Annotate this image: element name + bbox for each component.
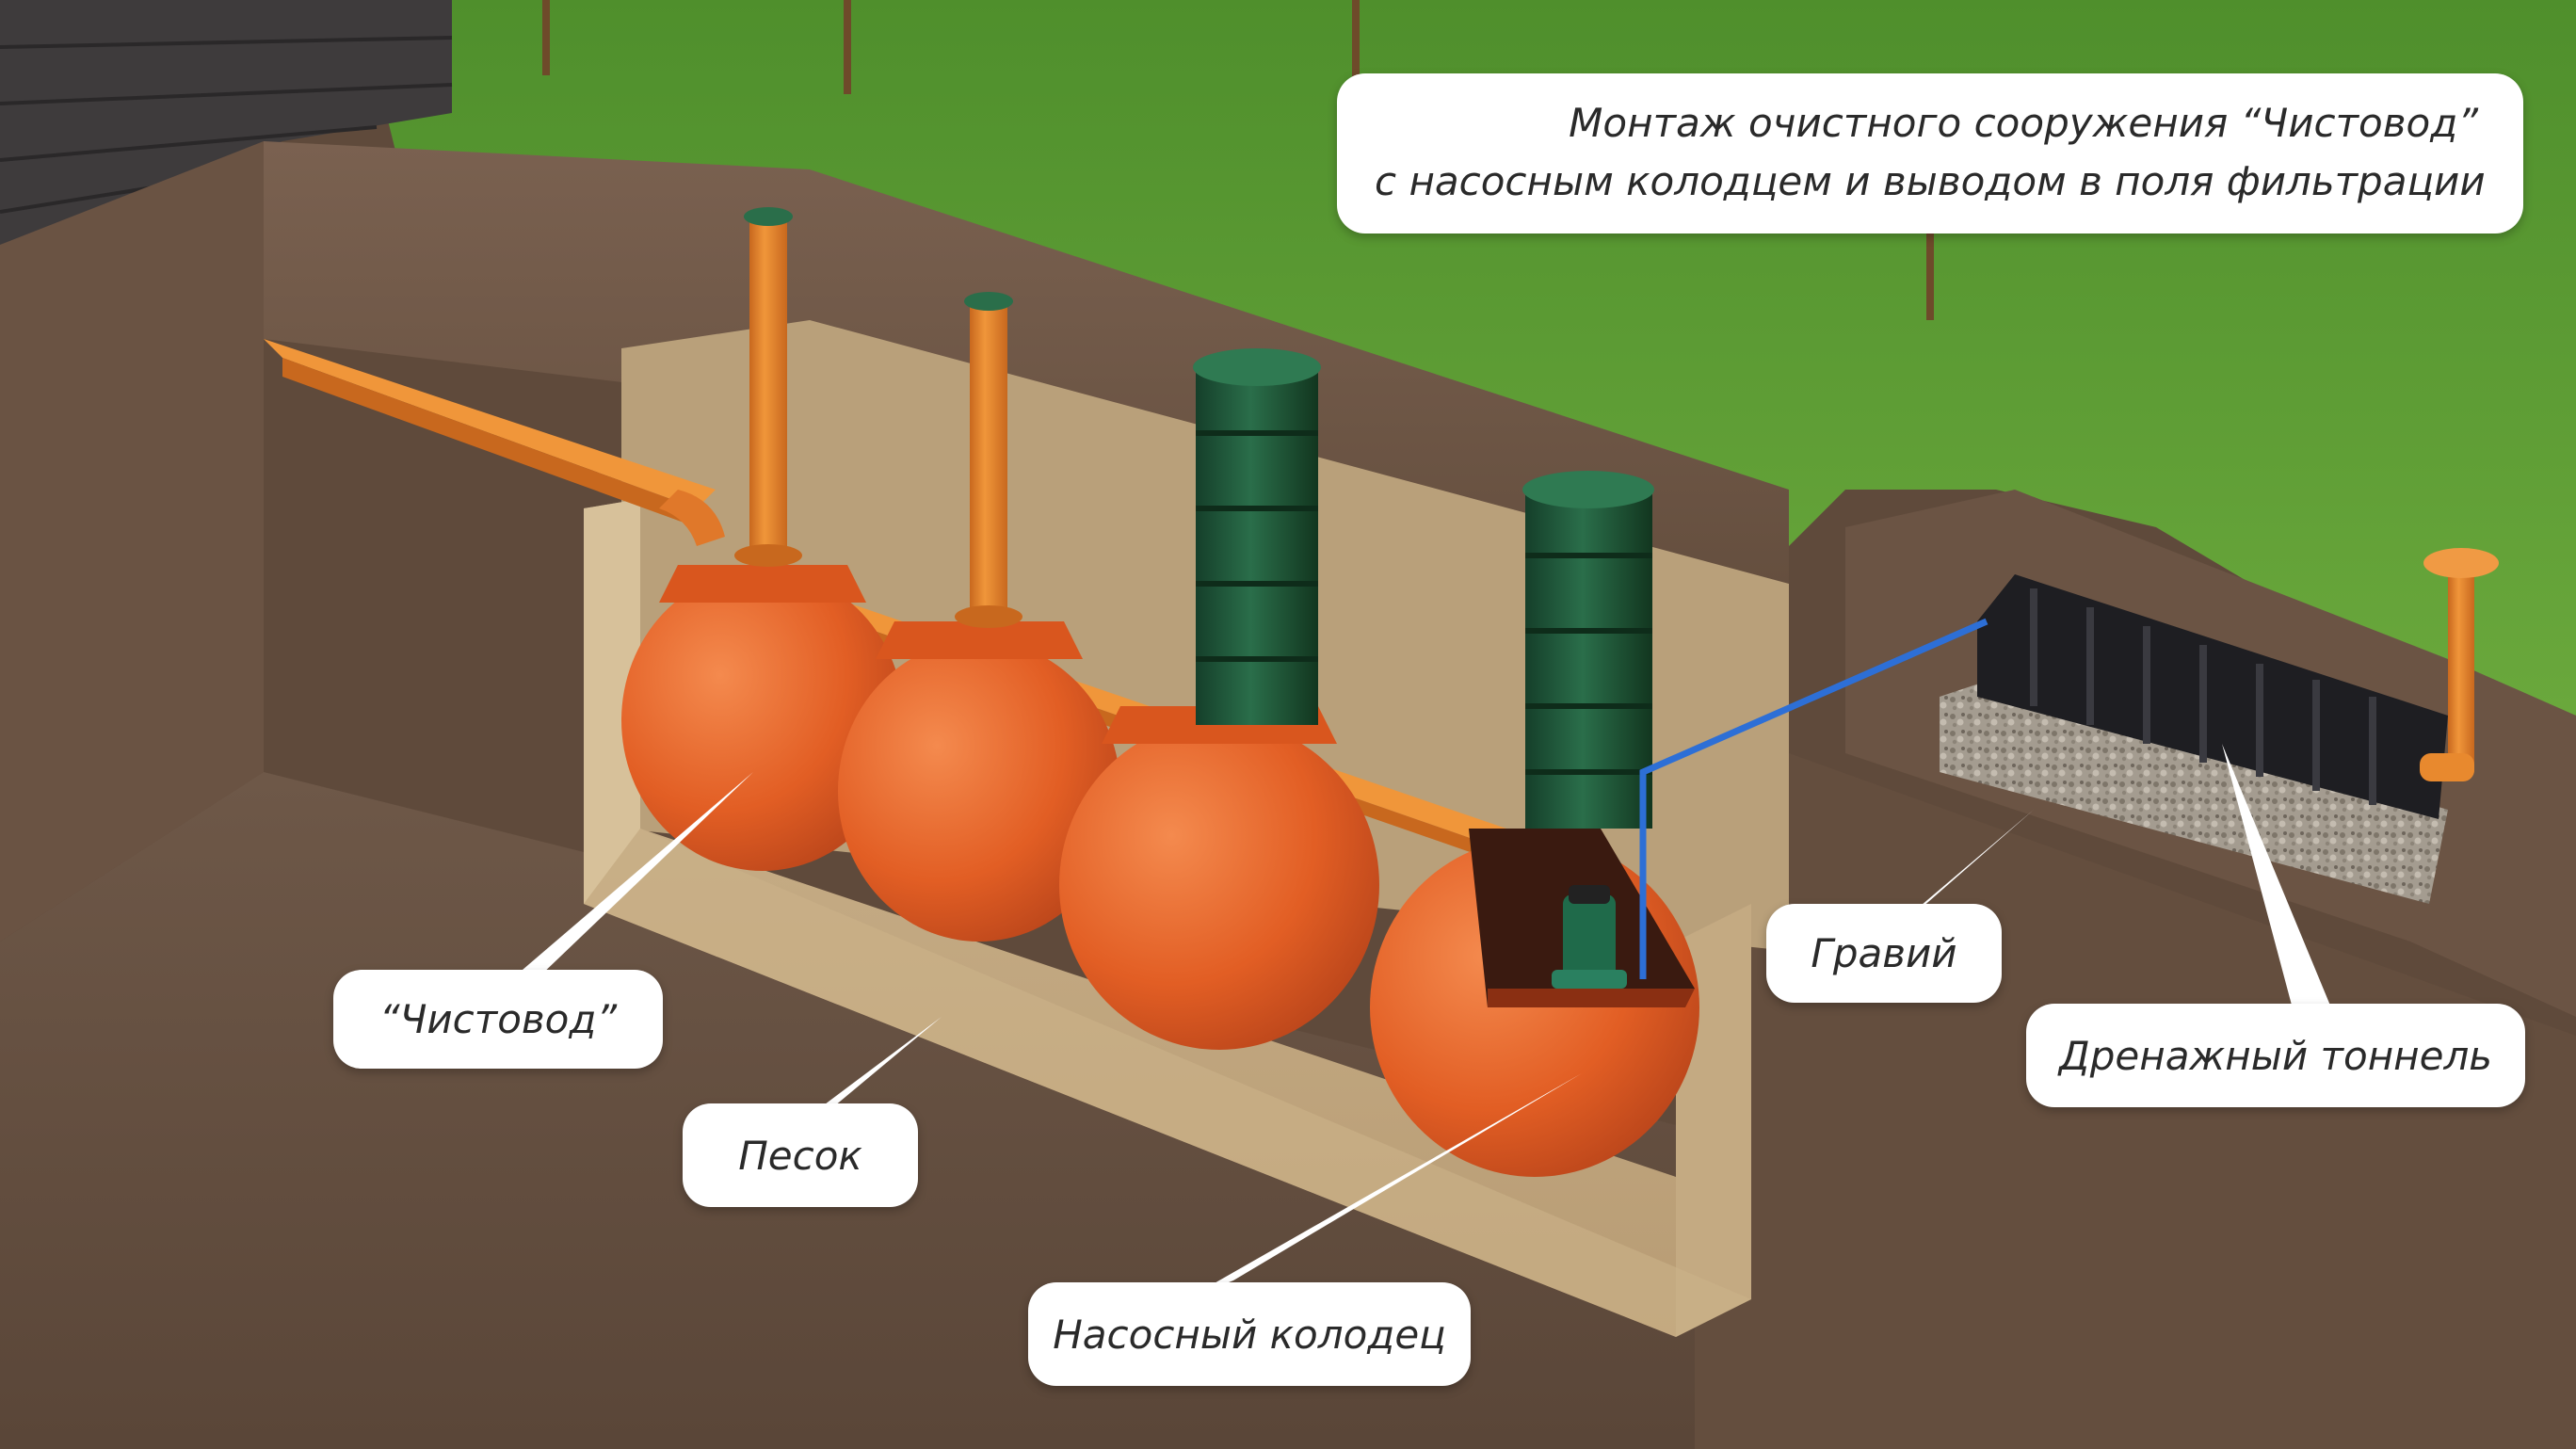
label-sand: Песок — [683, 1103, 918, 1207]
label-sand-text: Песок — [738, 1132, 862, 1179]
chistovod-tank-1 — [621, 207, 904, 871]
label-pump-well-text: Насосный колодец — [1053, 1311, 1446, 1358]
ventilation-riser — [2420, 548, 2499, 781]
gravel-bed — [1940, 678, 2448, 904]
green-riser-2 — [1522, 471, 1654, 829]
drainage-tunnel — [1977, 574, 2448, 819]
label-gravel: Гравий — [1766, 904, 2002, 1003]
chistovod-tank-3 — [1059, 348, 1379, 1050]
label-gravel-text: Гравий — [1811, 930, 1957, 976]
title-line-2: с насосным колодцем и выводом в поля фил… — [1375, 158, 2486, 204]
sand-bed — [584, 499, 1751, 1337]
chistovod-tank-2 — [838, 292, 1120, 942]
title-line-1: Монтаж очистного сооружения “Чистовод” — [1569, 100, 2478, 146]
trench-left-wall — [0, 141, 264, 942]
label-drain-tunnel: Дренажный тоннель — [2026, 1004, 2525, 1107]
green-riser-1 — [1193, 348, 1321, 725]
brick-wall — [0, 0, 453, 245]
submersible-pump-icon — [1552, 885, 1627, 989]
title-callout: Монтаж очистного сооружения “Чистовод” с… — [1337, 73, 2523, 233]
label-chistovod-text: “Чистовод” — [378, 996, 618, 1042]
inlet-pipe — [264, 339, 725, 546]
label-pump-well: Насосный колодец — [1028, 1282, 1471, 1386]
label-chistovod: “Чистовод” — [333, 970, 663, 1069]
pressure-pipe — [1639, 618, 1988, 979]
pump-well-tank — [1370, 471, 1699, 1177]
label-drain-tunnel-text: Дренажный тоннель — [2058, 1032, 2493, 1079]
